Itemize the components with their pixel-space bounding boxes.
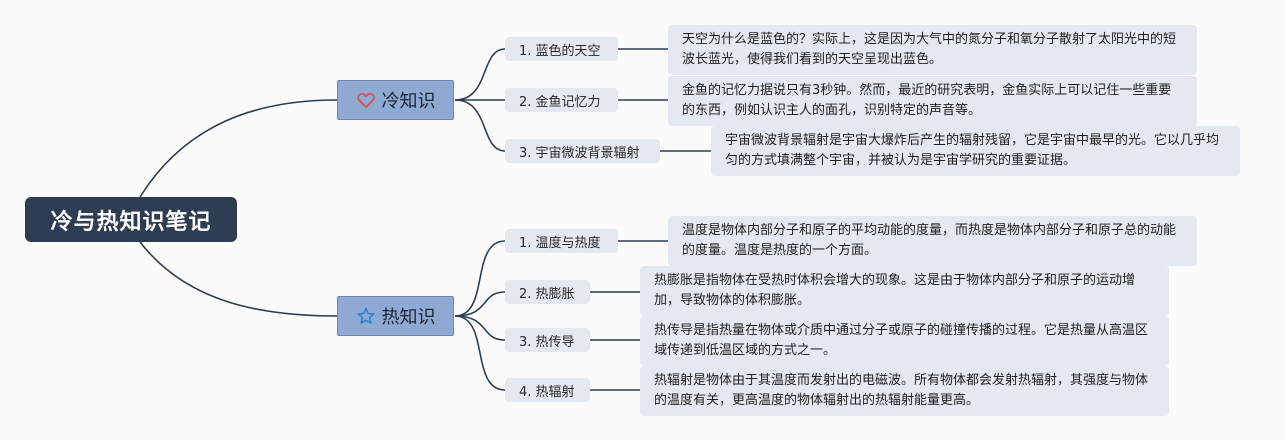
connector-cold-1 [454, 48, 506, 101]
connector-cold-3 [454, 99, 506, 152]
topic-hot-2[interactable]: 2. 热膨胀 [505, 280, 590, 304]
connector-hot-4 [454, 315, 506, 391]
topic-label: 1. 温度与热度 [519, 235, 601, 251]
topic-label: 3. 热传导 [519, 334, 575, 350]
note-text: 宇宙微波背景辐射是宇宙大爆炸后产生的辐射残留，它是宇宙中最早的光。它以几乎均匀的… [725, 133, 1220, 168]
topic-label: 2. 热膨胀 [519, 286, 575, 302]
connector-hot-3 [454, 315, 506, 341]
note-text: 热膨胀是指物体在受热时体积会增大的现象。这是由于物体内部分子和原子的运动增加，导… [654, 273, 1136, 308]
note-hot-3[interactable]: 热传导是指热量在物体或介质中通过分子或原子的碰撞传播的过程。它是热量从高温区域传… [640, 316, 1169, 366]
note-hot-2[interactable]: 热膨胀是指物体在受热时体积会增大的现象。这是由于物体内部分子和原子的运动增加，导… [640, 266, 1169, 316]
note-hot-1[interactable]: 温度是物体内部分子和原子的平均动能的度量，而热度是物体内部分子和原子总的动能的度… [668, 216, 1197, 266]
note-text: 热辐射是物体由于其温度而发射出的电磁波。所有物体都会发射热辐射，其强度与物体的温… [654, 373, 1149, 408]
branch-cold-label: 冷知识 [381, 91, 436, 112]
note-text: 金鱼的记忆力据说只有3秒钟。然而，最近的研究表明，金鱼实际上可以记住一些重要的东… [682, 83, 1172, 118]
connector-root-cold [139, 99, 338, 198]
topic-cold-1[interactable]: 1. 蓝色的天空 [505, 37, 618, 61]
note-cold-2[interactable]: 金鱼的记忆力据说只有3秒钟。然而，最近的研究表明，金鱼实际上可以记住一些重要的东… [668, 76, 1197, 126]
branch-cold[interactable]: 冷知识 [337, 80, 454, 120]
connector-root-hot [139, 241, 338, 317]
star-icon [356, 306, 376, 326]
note-hot-4[interactable]: 热辐射是物体由于其温度而发射出的电磁波。所有物体都会发射热辐射，其强度与物体的温… [640, 366, 1169, 416]
topic-hot-3[interactable]: 3. 热传导 [505, 328, 590, 352]
note-cold-1[interactable]: 天空为什么是蓝色的？实际上，这是因为大气中的氮分子和氧分子散射了太阳光中的短波长… [668, 25, 1197, 75]
branch-hot[interactable]: 热知识 [337, 296, 454, 336]
heart-icon [356, 90, 376, 110]
connector-hot-1 [454, 240, 506, 317]
connector-hot-2 [454, 291, 506, 317]
topic-label: 1. 蓝色的天空 [519, 43, 601, 59]
note-text: 温度是物体内部分子和原子的平均动能的度量，而热度是物体内部分子和原子总的动能的度… [682, 223, 1177, 258]
root-topic[interactable]: 冷与热知识笔记 [25, 197, 237, 242]
topic-cold-2[interactable]: 2. 金鱼记忆力 [505, 88, 618, 112]
topic-label: 4. 热辐射 [519, 384, 575, 400]
topic-hot-1[interactable]: 1. 温度与热度 [505, 229, 618, 253]
note-text: 天空为什么是蓝色的？实际上，这是因为大气中的氮分子和氧分子散射了太阳光中的短波长… [682, 32, 1177, 67]
note-cold-3[interactable]: 宇宙微波背景辐射是宇宙大爆炸后产生的辐射残留，它是宇宙中最早的光。它以几乎均匀的… [711, 126, 1240, 176]
topic-label: 2. 金鱼记忆力 [519, 94, 601, 110]
branch-hot-label: 热知识 [381, 307, 436, 328]
topic-hot-4[interactable]: 4. 热辐射 [505, 378, 590, 402]
root-title: 冷与热知识笔记 [50, 209, 212, 235]
topic-label: 3. 宇宙微波背景辐射 [519, 145, 640, 161]
note-text: 热传导是指热量在物体或介质中通过分子或原子的碰撞传播的过程。它是热量从高温区域传… [654, 323, 1149, 358]
topic-cold-3[interactable]: 3. 宇宙微波背景辐射 [505, 139, 660, 163]
